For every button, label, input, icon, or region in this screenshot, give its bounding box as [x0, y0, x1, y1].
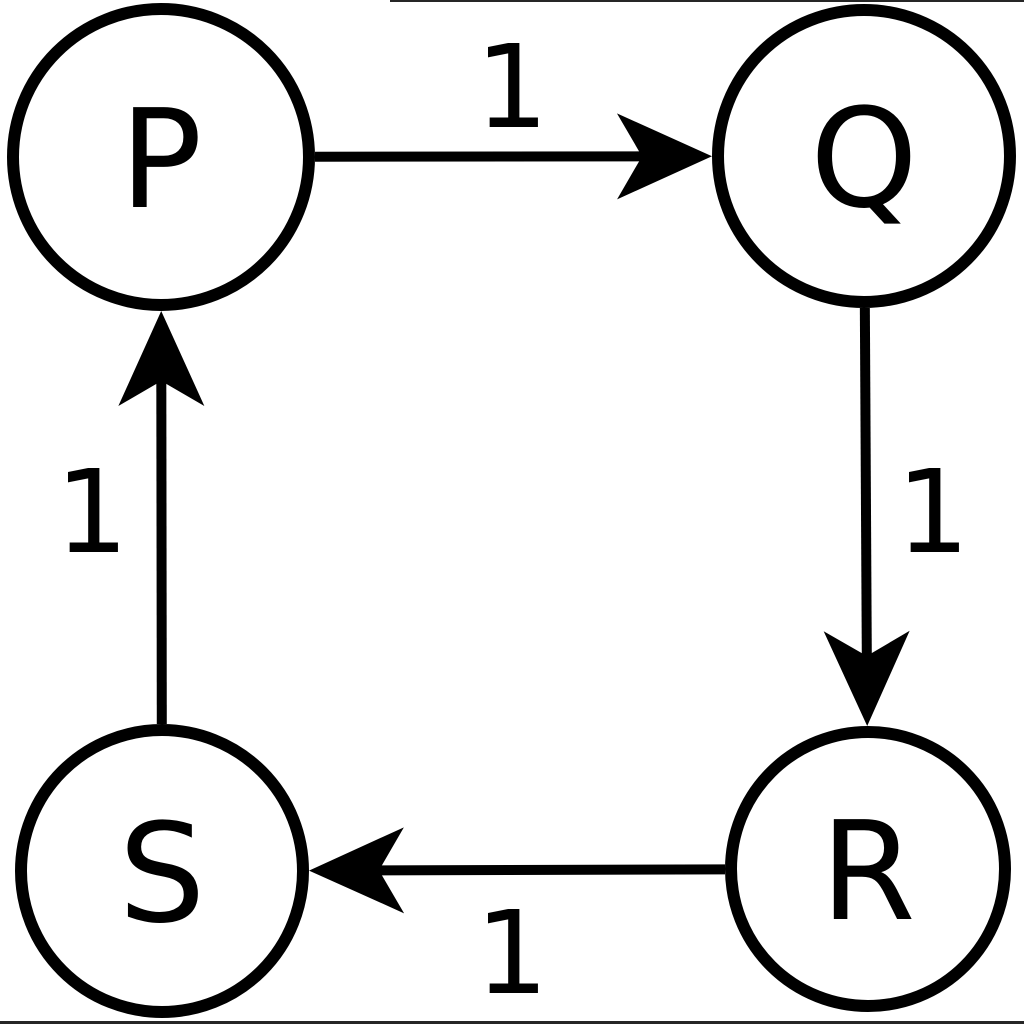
edge-weight-label-Q-R: 1 [896, 446, 969, 580]
edge-weight-label-P-Q: 1 [475, 21, 548, 155]
node-label-S: S [119, 795, 206, 954]
arrowhead-R-S [308, 827, 405, 914]
frame-line-0 [390, 0, 1024, 2]
node-circle-Q [712, 4, 1016, 308]
edge-weight-label-R-S: 1 [475, 887, 548, 1021]
edge-weight-label-S-P: 1 [55, 446, 128, 580]
edge-line-R-S [372, 864, 726, 876]
node-label-P: P [120, 81, 203, 240]
node-circle-R [725, 726, 1011, 1012]
node-circle-P [7, 3, 315, 311]
arrowhead-Q-R [823, 630, 910, 727]
node-circle-S [15, 724, 309, 1018]
frame-line-1 [0, 1021, 1024, 1024]
node-label-R: R [820, 793, 915, 952]
edge-line-Q-R [859, 307, 872, 663]
arrowhead-S-P [118, 310, 205, 407]
arrowhead-P-Q [616, 113, 713, 200]
node-label-Q: Q [810, 80, 918, 239]
